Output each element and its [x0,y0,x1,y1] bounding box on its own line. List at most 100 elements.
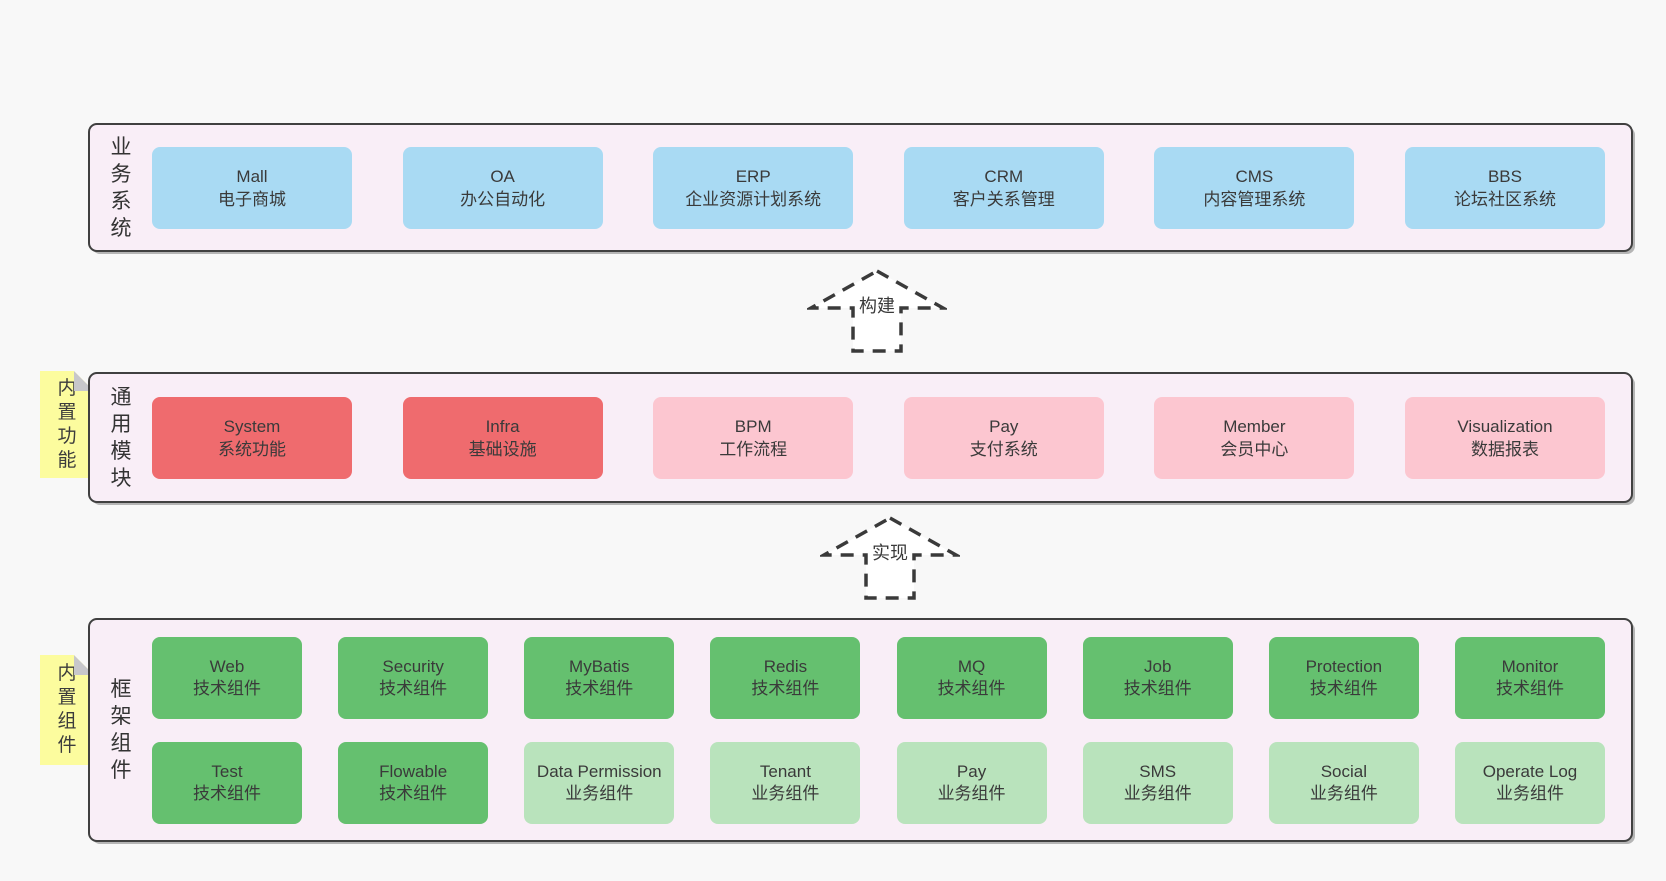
box-title: Web [209,656,245,676]
layer-business-systems: 业 务 系 统 Mall 电子商城 OA 办公自动化 ERP 企业资源计划系统 CRM 客户关… [88,123,1633,252]
box-subtitle: 论坛社区系统 [1453,189,1556,209]
box-crm: CRM 客户关系管理 [903,146,1104,229]
box-title: Tenant [759,761,811,781]
box-subtitle: 技术组件 [193,783,261,803]
box-subtitle: 业务组件 [751,783,820,803]
box-mall: Mall 电子商城 [152,146,352,229]
box-subtitle: 业务组件 [1495,783,1564,803]
box-title: MyBatis [569,656,630,676]
box-pay: Pay 支付系统 [903,396,1104,479]
box-title: Test [211,761,243,781]
layer-title-framework-components: 框 架 组 件 [110,678,132,782]
builtin-features-note-label: 内 置 功 能 [57,377,77,471]
box-title: BBS [1487,166,1522,186]
layer-boxes-common-modules: System 系统功能 Infra 基础设施 BPM 工作流程 Pay 支付系统 Member 会… [152,374,1631,501]
build-arrow: 构建 [807,268,947,354]
box-subtitle: 技术组件 [565,678,634,698]
box-title: MQ [957,656,986,676]
box-title: CMS [1235,166,1274,186]
box-title: Security [382,656,444,676]
box-subtitle: 电子商城 [218,189,286,209]
box-title: Data Permission [536,761,662,781]
box-subtitle: 内容管理系统 [1203,189,1306,209]
box-title: Social [1320,761,1367,781]
box-subtitle: 技术组件 [379,783,448,803]
box-subtitle: 系统功能 [218,439,286,459]
box-subtitle: 客户关系管理 [952,189,1055,209]
box-subtitle: 技术组件 [751,678,820,698]
box-subtitle: 会员中心 [1220,439,1289,459]
box-infra: Infra 基础设施 [402,396,603,479]
box-subtitle: 支付系统 [969,439,1038,459]
box-subtitle: 技术组件 [937,678,1006,698]
box-title: Job [1143,656,1172,676]
box-title: Pay [956,761,987,781]
box-title: Visualization [1457,416,1553,436]
box-member: Member 会员中心 [1154,396,1355,479]
build-arrow-label: 构建 [856,291,898,319]
box-title: ERP [735,166,771,186]
box-erp: ERP 企业资源计划系统 [653,146,854,229]
box-title: Pay [989,416,1019,436]
box-subtitle: 技术组件 [193,678,261,698]
layer-title-business-systems: 业 务 系 统 [110,135,132,240]
box-bbs: BBS 论坛社区系统 [1404,146,1605,229]
builtin-components-note: 内 置 组 件 [40,655,94,765]
box-subtitle: 业务组件 [937,783,1006,803]
box-subtitle: 基础设施 [468,439,537,459]
box-subtitle: 业务组件 [565,783,634,803]
box-title: Mall [236,166,268,186]
box-title: OA [490,166,515,186]
box-subtitle: 技术组件 [1495,678,1564,698]
box-title: System [223,416,281,436]
layer-boxes-business-systems: Mall 电子商城 OA 办公自动化 ERP 企业资源计划系统 CRM 客户关系管理 CMS 内容… [152,125,1631,250]
builtin-features-note: 内 置 功 能 [40,371,94,478]
box-title: SMS [1139,761,1177,781]
box-title: Flowable [379,761,448,781]
implement-arrow: 实现 [820,515,960,601]
box-subtitle: 工作流程 [719,439,788,459]
box-cms: CMS 内容管理系统 [1154,146,1355,229]
box-title: Monitor [1501,656,1559,676]
box-subtitle: 业务组件 [1309,783,1378,803]
implement-arrow-label: 实现 [869,538,911,566]
box-system: System 系统功能 [152,396,352,479]
box-title: Operate Log [1482,761,1578,781]
box-title: Protection [1305,656,1383,676]
box-title: Redis [763,656,808,676]
box-visualization: Visualization 数据报表 [1404,396,1605,479]
box-title: CRM [984,166,1024,186]
box-subtitle: 企业资源计划系统 [685,189,822,209]
box-subtitle: 数据报表 [1470,439,1539,459]
box-title: BPM [734,416,772,436]
box-subtitle: 业务组件 [1123,783,1192,803]
box-subtitle: 办公自动化 [460,189,546,209]
box-subtitle: 技术组件 [1123,678,1192,698]
box-title: Member [1223,416,1286,436]
box-bpm: BPM 工作流程 [653,396,854,479]
box-subtitle: 技术组件 [379,678,448,698]
builtin-components-note-label: 内 置 组 件 [57,663,77,756]
box-title: Infra [485,416,520,436]
box-subtitle: 技术组件 [1309,678,1378,698]
box-row: Mall 电子商城 OA 办公自动化 ERP 企业资源计划系统 CRM 客户关系管理 CMS 内容… [152,146,1605,229]
